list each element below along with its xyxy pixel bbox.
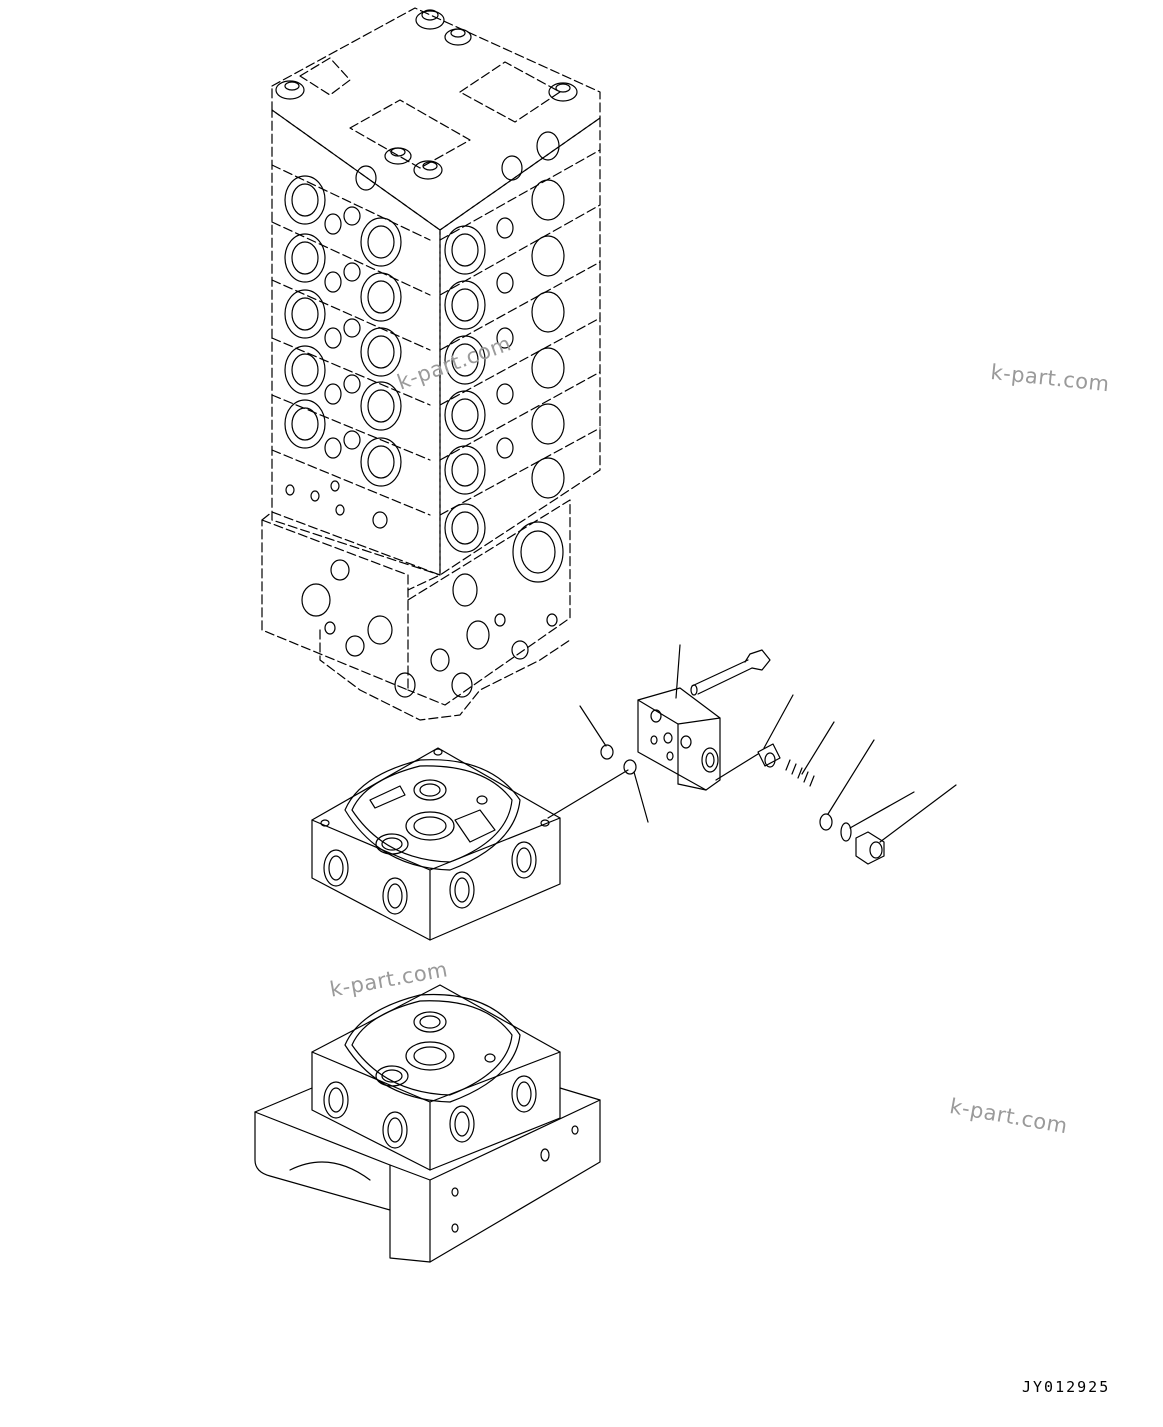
drawing-code: JY012925 — [1022, 1378, 1111, 1396]
o-ring-parts — [601, 745, 636, 774]
control-valve-stack — [262, 8, 600, 720]
valve-ports — [276, 10, 577, 697]
valve-section-bottom — [255, 985, 600, 1262]
valve-internals — [758, 744, 884, 864]
leader-lines — [548, 645, 956, 842]
mounting-bolt — [691, 650, 770, 695]
relief-valve-block — [638, 688, 720, 790]
valve-section-middle — [312, 748, 560, 940]
